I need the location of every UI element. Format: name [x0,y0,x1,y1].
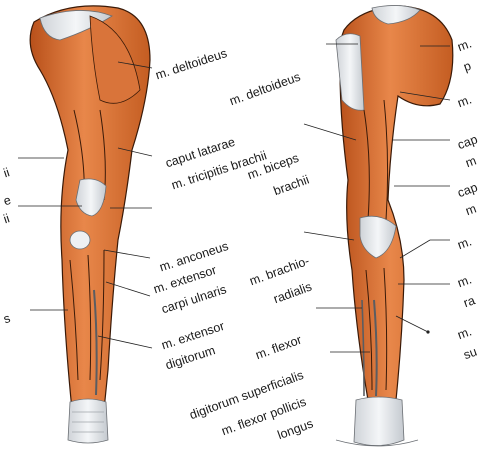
anterior-arm [336,5,453,446]
posterior-arm [30,6,150,443]
